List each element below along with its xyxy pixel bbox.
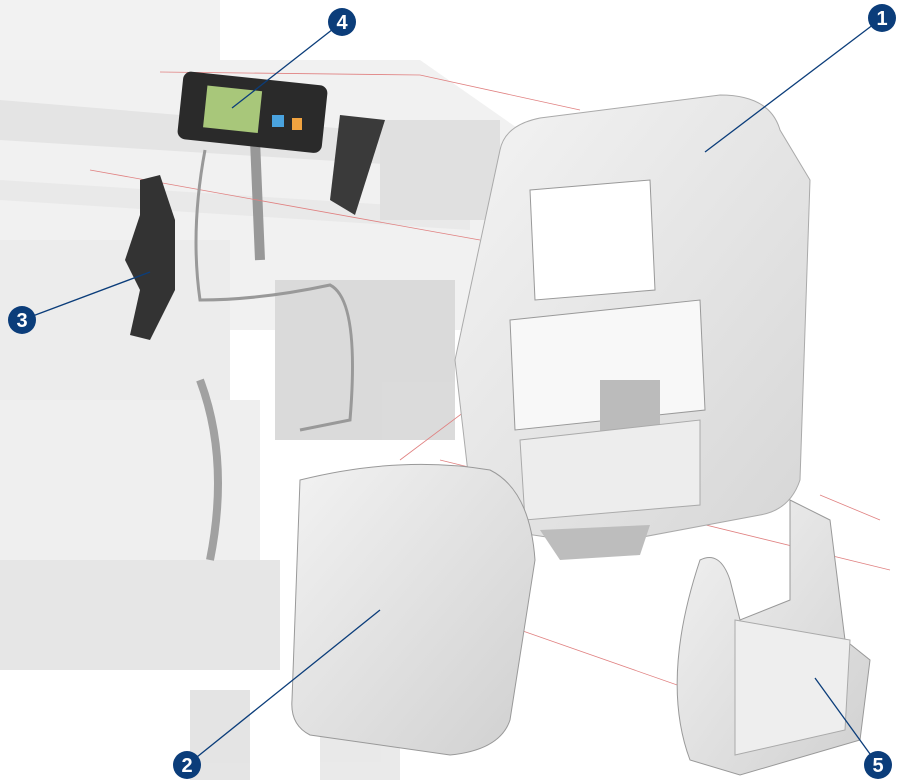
- leader-lines: [21, 17, 883, 766]
- front-panel-part: [177, 71, 385, 432]
- callout-2-label: 2: [181, 755, 192, 777]
- callout-5-label: 5: [872, 755, 883, 777]
- callout-1: 1: [868, 4, 896, 32]
- front-door-part: [291, 463, 536, 756]
- callout-1-label: 1: [876, 8, 887, 30]
- callout-2: 2: [173, 751, 201, 779]
- callout-3-label: 3: [16, 310, 27, 332]
- printer-body-background: [0, 0, 520, 780]
- bracket-part: [125, 175, 175, 340]
- callout-5: 5: [864, 751, 892, 779]
- callout-4: 4: [328, 8, 356, 36]
- callout-3: 3: [8, 306, 36, 334]
- bottom-cover-part: [676, 499, 871, 776]
- callout-4-label: 4: [336, 12, 348, 34]
- right-cover-part: [454, 94, 811, 560]
